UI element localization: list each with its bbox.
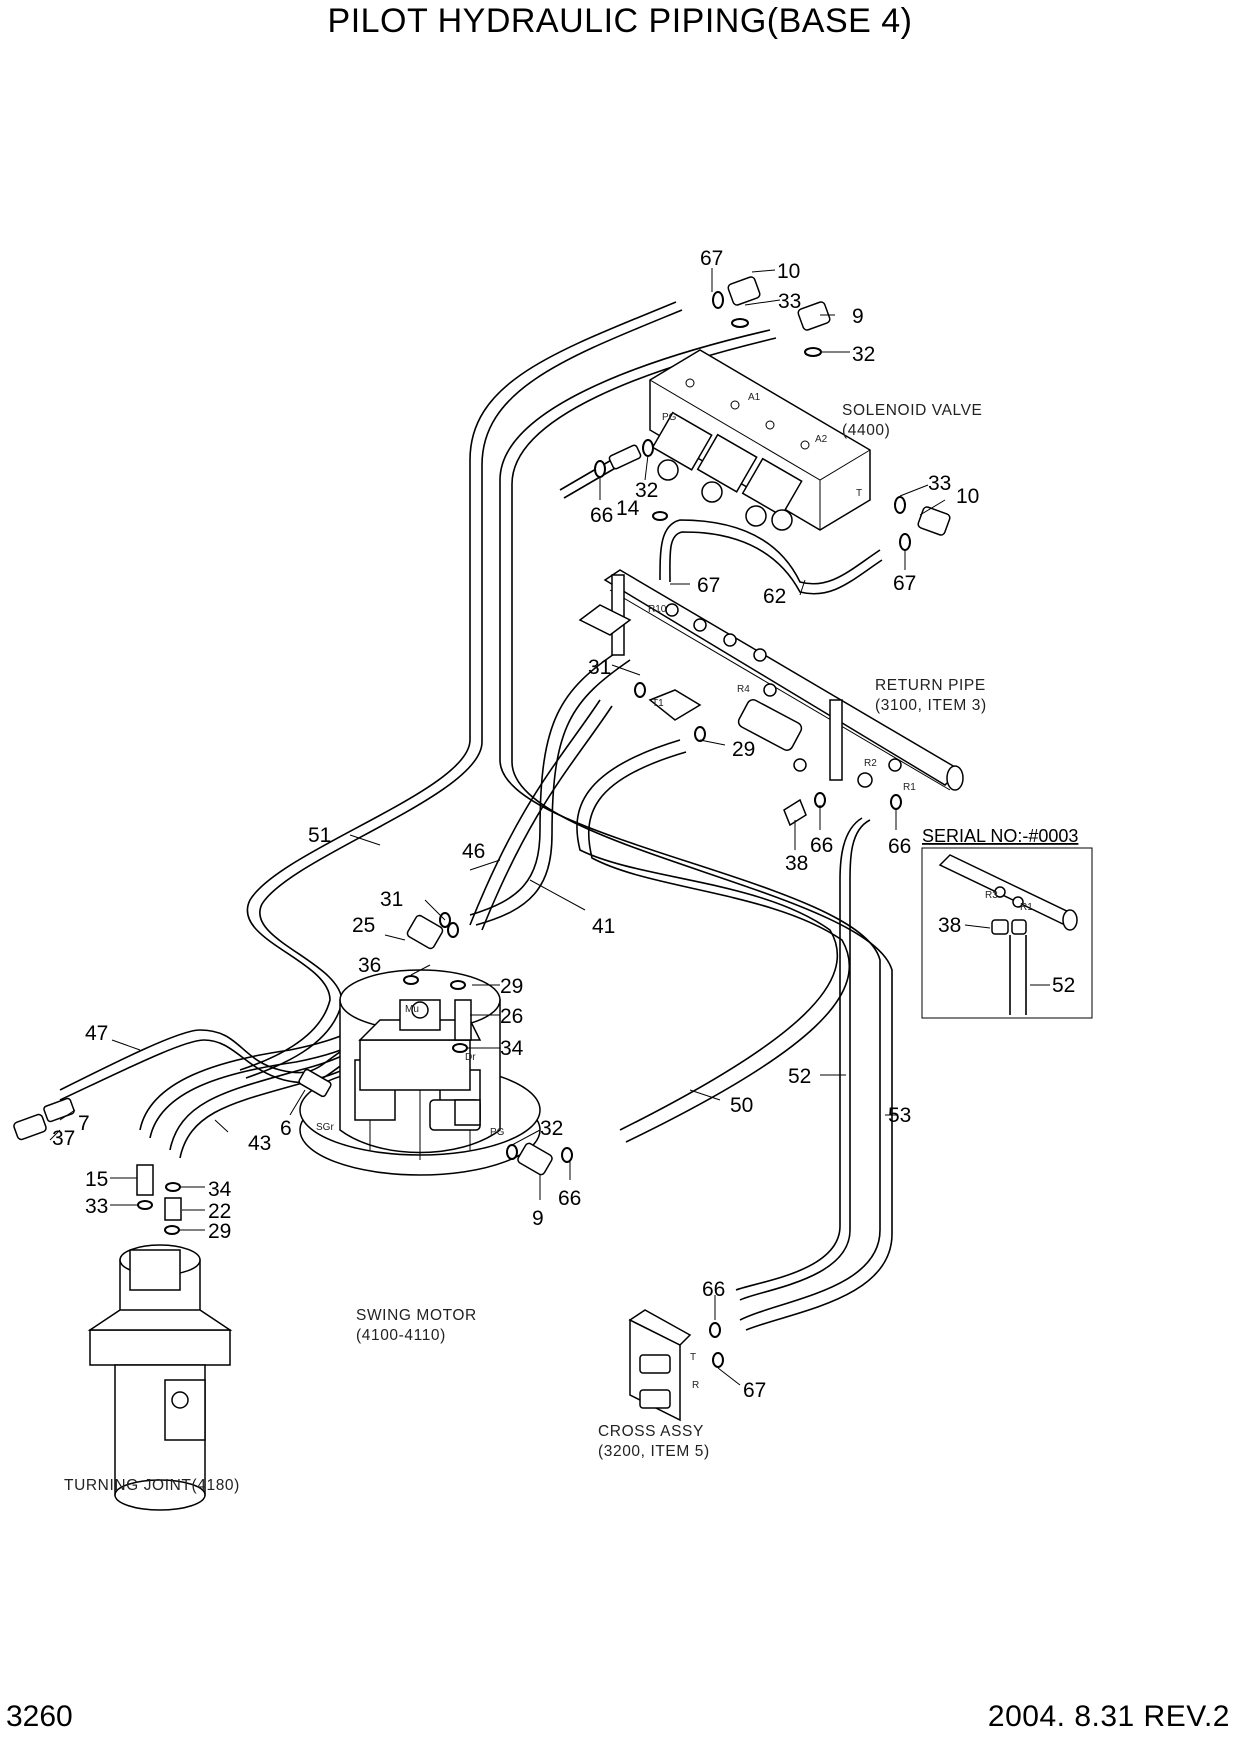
part-number: 29 <box>500 975 523 998</box>
part-number: 66 <box>558 1187 581 1210</box>
port-marks: A1 A2 PG T R10 T1 R4 R2 R1 Mu Dr SGr PG … <box>316 392 1033 1391</box>
port-mark: R <box>692 1380 699 1391</box>
part-number: 31 <box>588 656 611 679</box>
hose-62-group <box>659 519 883 595</box>
hose-53-group <box>499 329 893 1331</box>
hose-51-group <box>239 301 683 1079</box>
hose-52-group <box>735 817 871 1301</box>
hose-50-group <box>576 739 851 1143</box>
component-labels: SOLENOID VALVE (4400) RETURN PIPE (3100,… <box>64 402 1078 1494</box>
return-pipe-label: RETURN PIPE <box>875 677 986 694</box>
part-number: 29 <box>732 738 755 761</box>
part-number: 52 <box>788 1065 811 1088</box>
cross-assy <box>628 1309 724 1422</box>
port-mark: A2 <box>815 434 828 445</box>
cross-assy-label: CROSS ASSY <box>598 1423 704 1440</box>
joint-fittings <box>13 1097 182 1235</box>
part-number: 66 <box>590 504 613 527</box>
part-number: 66 <box>702 1278 725 1301</box>
port-mark: Dr <box>465 1052 476 1063</box>
part-number: 67 <box>697 574 720 597</box>
serial-number-label: SERIAL NO:-#0003 <box>922 826 1078 846</box>
part-number: 37 <box>52 1127 75 1150</box>
turning-joint <box>87 1244 233 1511</box>
part-number: 32 <box>635 479 658 502</box>
part-number: 15 <box>85 1168 108 1191</box>
part-number: 33 <box>85 1195 108 1218</box>
port-mark: T <box>856 488 862 499</box>
motor-fittings <box>298 912 472 1098</box>
part-number: 14 <box>616 497 640 520</box>
port-mark: R10 <box>648 604 667 615</box>
page-number: 3260 <box>6 1700 73 1733</box>
part-number: 32 <box>540 1117 563 1140</box>
hose-46-group <box>469 649 631 926</box>
port-mark: PG <box>662 412 677 423</box>
port-mark: R4 <box>737 684 750 695</box>
part-number: 67 <box>893 572 916 595</box>
part-number: 29 <box>208 1220 231 1243</box>
turning-joint-label: TURNING JOINT(4180) <box>64 1477 240 1494</box>
part-number: 32 <box>852 343 875 366</box>
leader-lines <box>49 268 1050 1386</box>
serial-inset <box>921 847 1093 1019</box>
port-mark: T <box>690 1352 696 1363</box>
port-mark: R3 <box>985 890 998 901</box>
part-number: 51 <box>308 824 331 847</box>
part-number: 47 <box>85 1022 108 1045</box>
part-number: 6 <box>280 1117 292 1140</box>
page-title: PILOT HYDRAULIC PIPING(BASE 4) <box>327 2 913 40</box>
part-number: 41 <box>592 915 615 938</box>
port-mark: R2 <box>864 758 877 769</box>
part-numbers: 67 10 33 9 32 66 14 32 33 10 67 67 62 31… <box>52 247 1075 1402</box>
part-number: 31 <box>380 888 403 911</box>
solenoid-valve-block <box>649 349 871 531</box>
port-mark: R1 <box>903 782 916 793</box>
port-mark: SGr <box>316 1122 334 1133</box>
part-number: 26 <box>500 1005 523 1028</box>
part-number: 38 <box>785 852 808 875</box>
part-number: 50 <box>730 1094 753 1117</box>
solenoid-valve-label: SOLENOID VALVE <box>842 402 982 419</box>
part-number: 53 <box>888 1104 911 1127</box>
revision-date: 2004. 8.31 REV.2 <box>987 1700 1230 1733</box>
part-number: 34 <box>208 1178 232 1201</box>
hose-41-group <box>469 699 613 931</box>
swing-motor <box>299 969 573 1176</box>
solenoid-valve-code: (4400) <box>842 422 890 439</box>
part-number: 34 <box>500 1037 524 1060</box>
part-number: 67 <box>743 1379 766 1402</box>
part-number: 10 <box>777 260 800 283</box>
part-number: 33 <box>928 472 951 495</box>
part-number: 43 <box>248 1132 271 1155</box>
part-number: 52 <box>1052 974 1075 997</box>
part-number: 22 <box>208 1200 231 1223</box>
part-number: 66 <box>810 834 833 857</box>
part-number: 9 <box>852 305 864 328</box>
part-number: 33 <box>778 290 801 313</box>
cross-assy-code: (3200, ITEM 5) <box>598 1443 710 1460</box>
swing-motor-code: (4100-4110) <box>356 1327 446 1344</box>
return-pipe-code: (3100, ITEM 3) <box>875 697 987 714</box>
part-number: 36 <box>358 954 381 977</box>
swing-motor-label: SWING MOTOR <box>356 1307 477 1324</box>
port-mark: R1 <box>1020 902 1033 913</box>
return-pipe <box>578 511 964 827</box>
part-number: 9 <box>532 1207 544 1230</box>
part-number: 46 <box>462 840 485 863</box>
part-number: 25 <box>352 914 375 937</box>
part-number: 62 <box>763 585 786 608</box>
port-mark: PG <box>490 1127 505 1138</box>
port-mark: Mu <box>405 1004 419 1015</box>
port-mark: A1 <box>748 392 761 403</box>
part-number: 10 <box>956 485 979 508</box>
part-number: 67 <box>700 247 723 270</box>
part-number: 38 <box>938 914 961 937</box>
port-mark: T1 <box>652 698 664 709</box>
part-number: 66 <box>888 835 911 858</box>
part-number: 7 <box>78 1112 90 1135</box>
